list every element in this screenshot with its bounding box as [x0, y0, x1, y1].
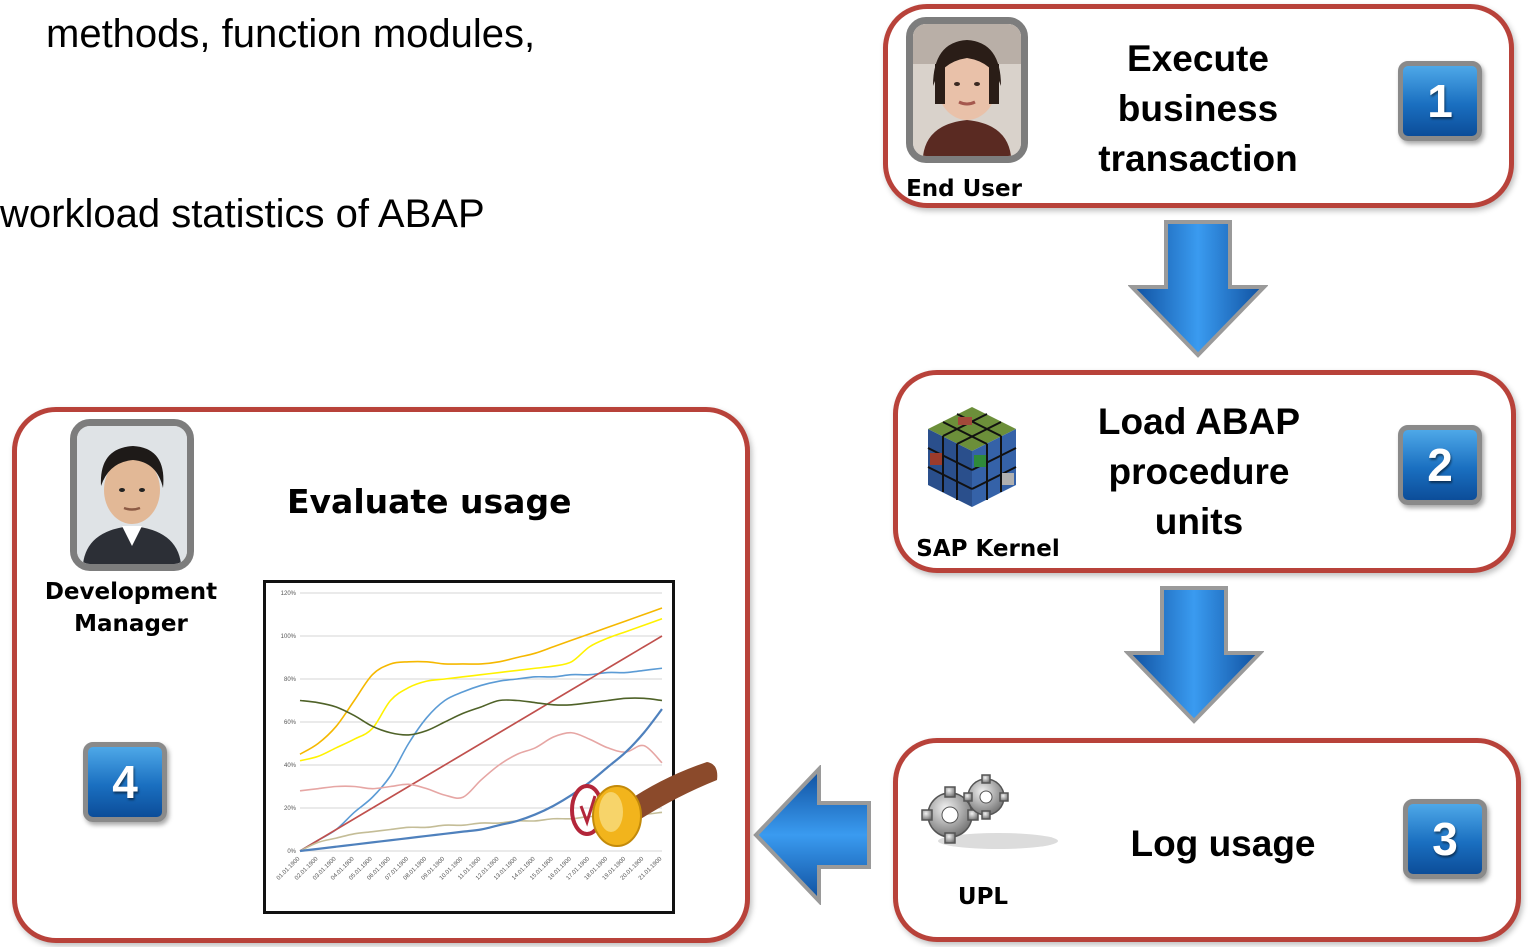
y-tick-label: 0% — [287, 849, 296, 855]
step-2-line-2: procedure — [1108, 451, 1290, 492]
role-line-2: Manager — [74, 611, 188, 637]
role-upl: UPL — [957, 884, 1009, 910]
step-1-badge: 1 — [1398, 61, 1482, 141]
step-2-line-3: units — [1154, 501, 1244, 542]
y-tick-label: 20% — [284, 806, 297, 812]
step-3-box: UPL Log usage 3 — [893, 738, 1521, 942]
series-line-2 — [299, 618, 663, 762]
step-3-text: Log usage — [1090, 819, 1356, 869]
step-1-box: End User Execute business transaction 1 — [883, 4, 1514, 208]
step-4-badge: 4 — [83, 742, 167, 822]
step-1-line-3: transaction — [1098, 138, 1298, 179]
gears-icon — [921, 774, 1058, 849]
step-3-badge: 3 — [1403, 799, 1487, 879]
left-arrow-icon — [753, 765, 871, 905]
series-line-5 — [299, 697, 663, 736]
series-line-6 — [299, 731, 663, 799]
step-1-line-1: Execute — [1127, 38, 1269, 79]
y-tick-label: 60% — [284, 720, 297, 726]
role-development-manager: Development Manager — [21, 576, 241, 640]
down-arrow-2-icon — [1124, 586, 1264, 724]
colored-cube-icon — [927, 407, 1017, 507]
y-tick-label: 100% — [281, 634, 297, 640]
role-sap-kernel: SAP Kernel — [916, 536, 1060, 562]
woman-avatar-icon — [906, 17, 1028, 163]
step-2-line-1: Load ABAP — [1097, 401, 1301, 442]
step-3-line-1: Log usage — [1130, 823, 1316, 864]
intro-line-2: workload statistics of ABAP — [0, 192, 485, 236]
step-2-box: SAP Kernel Load ABAP procedure units 2 — [893, 370, 1516, 573]
intro-line-1: methods, function modules, — [46, 12, 536, 56]
man-avatar-icon — [70, 419, 194, 571]
step-2-badge: 2 — [1398, 425, 1482, 505]
y-tick-label: 80% — [284, 677, 297, 683]
step-4-title: Evaluate usage — [287, 482, 572, 521]
approval-stamp-icon — [570, 762, 718, 847]
y-tick-label: 120% — [281, 591, 297, 597]
usage-line-chart: 0%20%40%60%80%100%120%01.01.190002.01.19… — [276, 591, 664, 882]
role-line-1: Development — [44, 579, 218, 605]
role-end-user: End User — [906, 176, 1022, 202]
series-line-4 — [299, 635, 663, 852]
step-1-line-2: business — [1117, 88, 1279, 129]
y-tick-label: 40% — [284, 763, 297, 769]
series-line-8 — [299, 708, 663, 853]
down-arrow-1-icon — [1128, 220, 1268, 358]
series-line-3 — [299, 667, 663, 852]
series-line-1 — [299, 607, 663, 755]
step-1-text: Execute business transaction — [1068, 34, 1328, 184]
step-2-text: Load ABAP procedure units — [1068, 397, 1330, 547]
